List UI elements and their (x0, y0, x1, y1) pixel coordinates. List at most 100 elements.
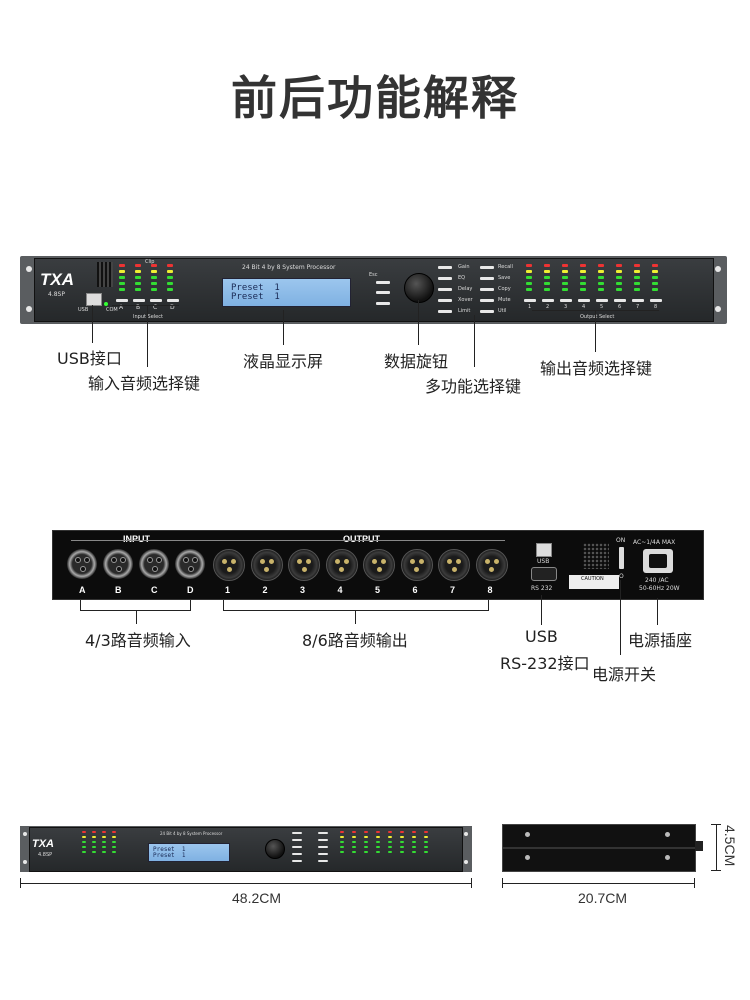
meter-led (562, 288, 568, 291)
func-key-eq[interactable] (438, 277, 452, 280)
power-spec-1: 240 /AC (645, 577, 669, 584)
meter-led (616, 288, 622, 291)
output-select-button-6[interactable] (614, 299, 626, 302)
rear-input-jack-d[interactable] (175, 549, 205, 579)
meter-led (652, 276, 658, 279)
output-select-label: Output Select (580, 314, 615, 320)
jack-pin (372, 559, 377, 564)
jack-pin (264, 567, 269, 572)
jack-pin (447, 559, 452, 564)
device-header: 24 Bit 4 by 8 System Processor (242, 264, 336, 271)
meter-led (562, 270, 568, 273)
input-letter-b: B (136, 304, 141, 311)
thumb-led (400, 831, 404, 833)
output-select-button-2[interactable] (542, 299, 554, 302)
enter-button[interactable] (376, 302, 390, 305)
rear-input-label-a: A (79, 585, 86, 595)
jack-pin (151, 566, 158, 572)
rear-output-label-3: 3 (300, 585, 306, 595)
thumb-led (102, 846, 106, 848)
output-select-button-4[interactable] (578, 299, 590, 302)
esc-button[interactable] (376, 281, 390, 284)
rear-input-jack-b[interactable] (103, 549, 133, 579)
rear-output-jack-1[interactable] (213, 549, 245, 581)
meter-led (167, 264, 173, 267)
jack-pin (381, 559, 386, 564)
input-select-button-c[interactable] (150, 299, 162, 302)
thumb-led (82, 841, 86, 843)
func-key-gain[interactable] (438, 266, 452, 269)
rear-vent (583, 543, 609, 569)
thumb-led (376, 851, 380, 853)
thumb-led (424, 836, 428, 838)
rear-input-jack-a[interactable] (67, 549, 97, 579)
rear-output-jack-7[interactable] (438, 549, 470, 581)
input-select-button-a[interactable] (116, 299, 128, 302)
thumb-led (412, 836, 416, 838)
output-number-3: 3 (564, 304, 568, 310)
output-select-button-8[interactable] (650, 299, 662, 302)
rear-output-jack-4[interactable] (325, 549, 358, 581)
meter-led (151, 270, 157, 273)
up-button[interactable] (376, 291, 390, 294)
thumb-led (424, 846, 428, 848)
thumb-led (376, 836, 380, 838)
rear-usb-port[interactable] (536, 543, 552, 557)
front-usb-port[interactable] (86, 293, 102, 306)
jack-pin (147, 557, 153, 563)
output-number-2: 2 (546, 304, 550, 310)
rs232-port[interactable] (531, 567, 557, 581)
output-select-button-7[interactable] (632, 299, 644, 302)
output-select-button-3[interactable] (560, 299, 572, 302)
input-select-button-d[interactable] (167, 299, 179, 302)
meter-led (526, 282, 532, 285)
rear-output-jack-5[interactable] (363, 549, 395, 581)
rear-output-jack-2[interactable] (250, 549, 283, 581)
label-rs232: RS-232接口 (500, 654, 590, 673)
func-key-limit[interactable] (438, 310, 452, 313)
func-key-xover[interactable] (438, 299, 452, 302)
thumb-led (412, 841, 416, 843)
func-key-copy[interactable] (480, 288, 494, 291)
thumb-led (112, 851, 116, 853)
rear-input-jack-c[interactable] (139, 549, 169, 579)
func-key-delay[interactable] (438, 288, 452, 291)
jack-pin (231, 559, 236, 564)
output-number-5: 5 (600, 304, 604, 310)
rear-output-title: OUTPUT (343, 534, 380, 544)
rear-output-jack-8[interactable] (475, 549, 508, 581)
input-select-button-b[interactable] (133, 299, 145, 302)
meter-led (526, 288, 532, 291)
label-usb: USB接口 (57, 349, 122, 368)
label-power-switch: 电源开关 (592, 665, 657, 684)
thumb-led (376, 831, 380, 833)
thumb-led (112, 841, 116, 843)
meter-led (544, 276, 550, 279)
rear-output-jack-6[interactable] (400, 549, 433, 581)
func-key-save[interactable] (480, 277, 494, 280)
jack-pin (306, 559, 311, 564)
func-label-gain: Gain (458, 264, 470, 270)
func-key-recall[interactable] (480, 266, 494, 269)
input-letter-a: A (119, 304, 124, 311)
label-input-select: 输入音频选择键 (88, 374, 201, 393)
thumb-led (82, 846, 86, 848)
meter-led (119, 270, 125, 273)
thumb-led (364, 836, 368, 838)
meter-led (562, 276, 568, 279)
output-number-1: 1 (528, 304, 532, 310)
output-select-button-1[interactable] (524, 299, 536, 302)
output-select-button-5[interactable] (596, 299, 608, 302)
func-key-util[interactable] (480, 310, 494, 313)
rear-output-jack-3[interactable] (288, 549, 320, 581)
power-socket[interactable] (643, 549, 673, 573)
thumb-func-key (292, 846, 302, 848)
thumb-lcd: Preset 1 Preset 1 (148, 843, 230, 862)
func-key-mute[interactable] (480, 299, 494, 302)
data-knob[interactable] (404, 273, 434, 303)
thumb-led (364, 851, 368, 853)
power-switch[interactable] (619, 547, 624, 569)
thumb-led (424, 851, 428, 853)
meter-led (598, 276, 604, 279)
